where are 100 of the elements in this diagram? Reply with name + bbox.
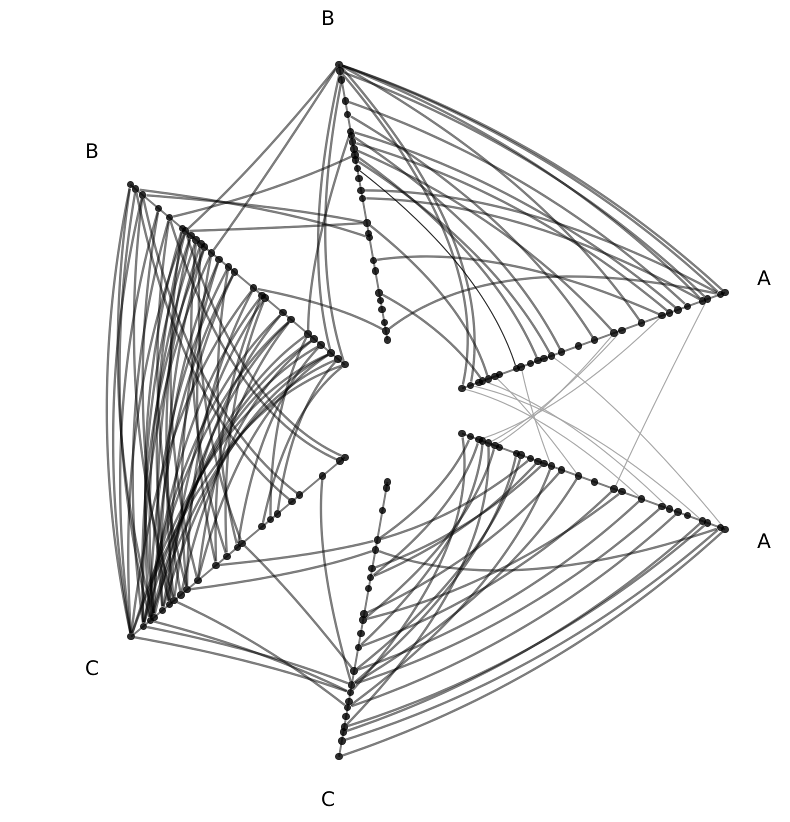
- edge-curve: [162, 321, 290, 607]
- edge-curve: [165, 238, 192, 592]
- edge-curve: [190, 244, 227, 554]
- edge-curve: [482, 318, 660, 440]
- edge-curve: [354, 478, 578, 684]
- node-dot: [350, 667, 358, 675]
- edge-curve: [224, 300, 265, 553]
- edge-curve: [615, 302, 706, 486]
- node-dot: [223, 552, 231, 560]
- edge-curve: [186, 291, 253, 586]
- node-dot: [344, 110, 352, 118]
- node-dot: [610, 329, 618, 337]
- node-dot: [574, 342, 582, 350]
- node-dot: [183, 586, 191, 594]
- node-dot: [674, 306, 682, 314]
- edge-curve: [220, 540, 374, 566]
- node-dot: [534, 458, 542, 466]
- node-dot: [458, 384, 466, 392]
- node-dot: [674, 508, 682, 516]
- node-dot: [279, 308, 287, 316]
- edge-curve: [144, 238, 191, 617]
- node-dot: [127, 632, 135, 640]
- node-dot: [288, 498, 296, 506]
- node-dot: [357, 630, 364, 638]
- edge-curve: [257, 288, 384, 330]
- node-dot: [618, 488, 626, 496]
- node-dot: [224, 263, 232, 271]
- node-dot: [372, 546, 380, 554]
- edge-curve: [132, 220, 170, 623]
- edge-curve: [180, 340, 312, 592]
- edge-curve: [361, 490, 612, 648]
- node-dot: [342, 712, 350, 720]
- node-dot: [618, 326, 626, 334]
- node-dot: [335, 60, 343, 68]
- edge-curve: [365, 448, 496, 618]
- node-dot: [348, 681, 356, 689]
- node-dot: [380, 318, 388, 326]
- edge-curve: [367, 472, 560, 614]
- node-dot: [368, 564, 376, 572]
- axis-label: B: [85, 141, 99, 161]
- axis-label: C: [321, 789, 335, 809]
- edge-curve: [176, 601, 346, 706]
- edge-curve: [216, 270, 238, 544]
- edge-curve: [382, 294, 482, 379]
- node-dot: [548, 462, 556, 470]
- edge-curve: [354, 136, 561, 350]
- edge-curve: [269, 336, 308, 516]
- edge-curve: [262, 366, 343, 524]
- edge-curve: [197, 322, 290, 578]
- node-dot: [304, 330, 312, 338]
- edge-curve: [465, 388, 640, 497]
- node-dot: [466, 382, 474, 390]
- node-dot: [354, 164, 362, 172]
- edge-curve: [196, 256, 216, 562]
- edge-curve: [380, 460, 528, 540]
- node-dot: [374, 536, 381, 544]
- edge-curve: [380, 440, 470, 539]
- node-dot: [517, 451, 525, 459]
- node-dot: [558, 466, 566, 474]
- node-dot: [345, 698, 353, 706]
- node-dot: [258, 292, 266, 300]
- node-dot: [177, 591, 185, 599]
- edge-curve: [198, 248, 242, 540]
- edge-curve: [106, 188, 132, 634]
- edge-curve: [497, 378, 577, 474]
- node-dot: [590, 336, 598, 344]
- node-dot: [372, 267, 380, 275]
- edge-curve: [180, 262, 220, 586]
- node-dot: [348, 138, 356, 146]
- node-dot: [335, 752, 343, 760]
- node-dot: [354, 644, 362, 652]
- node-dot: [138, 191, 146, 199]
- node-dot: [334, 355, 342, 363]
- node-dot: [336, 67, 344, 75]
- edge-curve: [376, 255, 660, 316]
- node-dot: [721, 288, 729, 296]
- edge-curve: [350, 115, 594, 338]
- node-dot: [590, 478, 598, 486]
- node-dot: [382, 327, 390, 335]
- node-dot: [378, 506, 386, 514]
- edge-curve: [369, 224, 488, 376]
- node-dot: [266, 516, 274, 524]
- edge-curve: [214, 298, 262, 562]
- edge-curve: [142, 212, 170, 602]
- edge-curve: [236, 346, 320, 544]
- node-dot: [382, 484, 390, 492]
- node-dot: [548, 352, 556, 360]
- node-dot: [610, 485, 618, 493]
- edge-curve: [354, 508, 660, 685]
- edge-curve: [169, 232, 198, 578]
- edge-curve: [356, 149, 613, 332]
- axis-label: B: [321, 8, 335, 28]
- edge-curve: [366, 197, 700, 300]
- edge-curve: [342, 65, 640, 321]
- node-dot: [318, 472, 326, 480]
- node-dot: [574, 472, 582, 480]
- node-dot: [366, 574, 374, 582]
- node-dot: [274, 510, 282, 518]
- node-dot: [357, 186, 365, 194]
- edge-curve: [521, 370, 551, 463]
